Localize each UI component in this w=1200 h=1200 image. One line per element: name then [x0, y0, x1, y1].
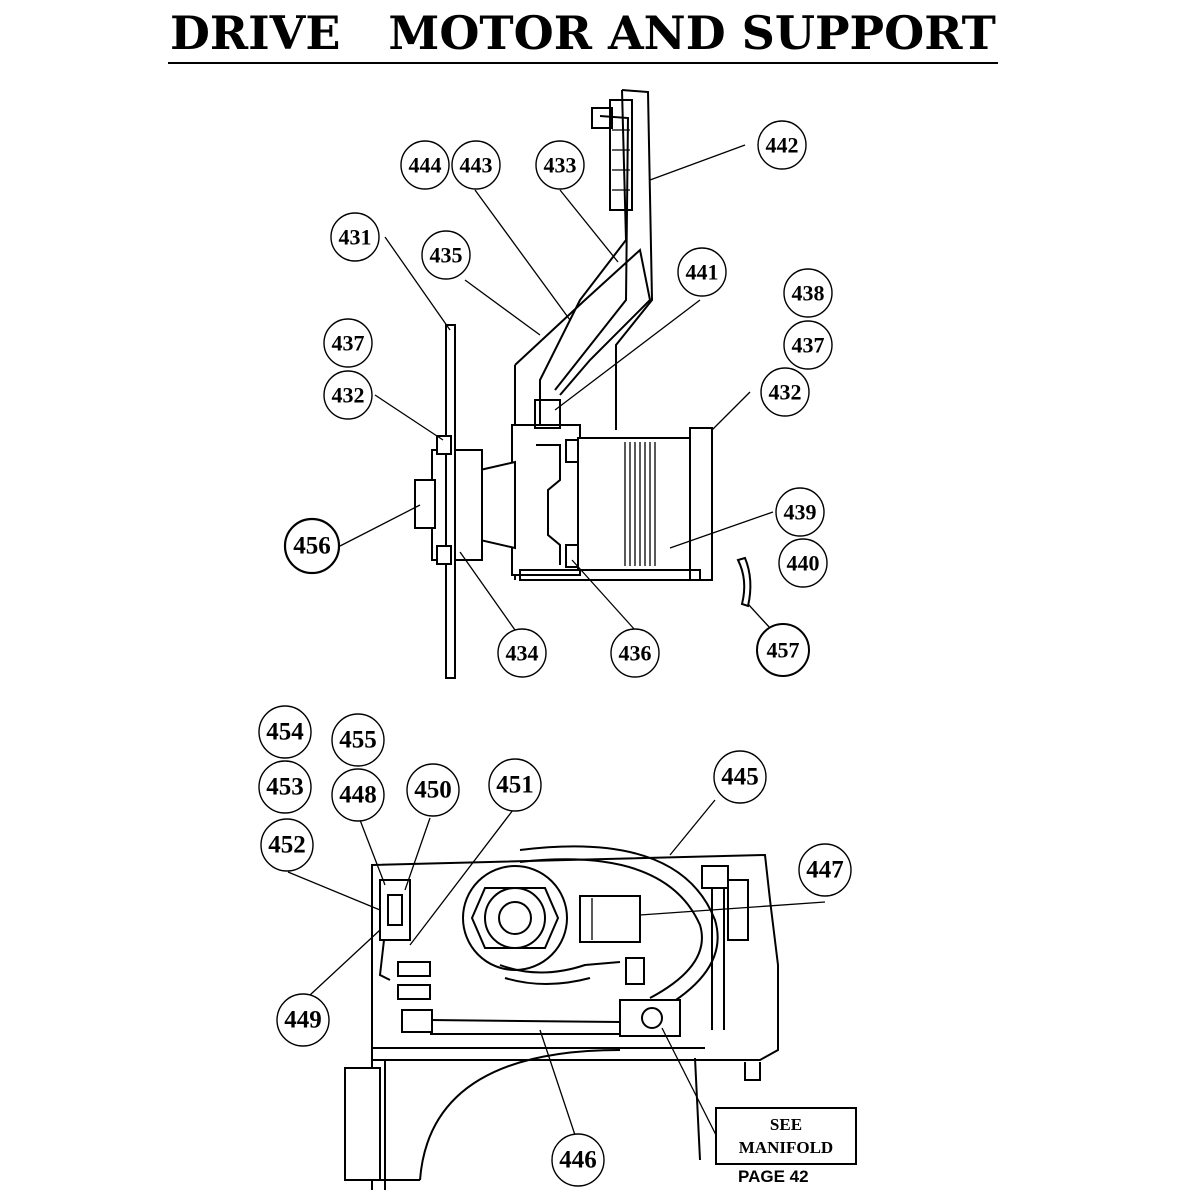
callout-437-right: 437 — [783, 320, 833, 370]
svg-text:438: 438 — [792, 281, 825, 306]
callout-451: 451 — [488, 758, 542, 812]
svg-text:437: 437 — [332, 331, 365, 356]
callout-449: 449 — [276, 993, 330, 1047]
callout-455: 455 — [331, 713, 385, 767]
svg-text:432: 432 — [769, 380, 802, 405]
callout-434: 434 — [497, 628, 547, 678]
svg-text:445: 445 — [721, 764, 759, 791]
manifold-note: SEE MANIFOLD — [739, 1115, 833, 1157]
page-title: DRIVE MOTOR AND SUPPORT — [170, 6, 996, 60]
svg-text:443: 443 — [460, 153, 493, 178]
callout-444: 444 — [400, 140, 450, 190]
upper-leaders — [339, 144, 774, 631]
manifold-note-box — [715, 1107, 857, 1165]
svg-text:432: 432 — [332, 383, 365, 408]
callout-445: 445 — [713, 750, 767, 804]
svg-text:453: 453 — [266, 774, 304, 801]
callout-443: 443 — [451, 140, 501, 190]
svg-text:439: 439 — [784, 500, 817, 525]
svg-text:434: 434 — [506, 641, 539, 666]
page-reference: PAGE 42 — [738, 1167, 809, 1186]
svg-text:442: 442 — [766, 133, 799, 158]
callout-435: 435 — [421, 230, 471, 280]
svg-text:448: 448 — [339, 782, 377, 809]
end-cap — [689, 427, 713, 581]
svg-text:451: 451 — [496, 772, 534, 799]
callout-450: 450 — [406, 763, 460, 817]
svg-text:435: 435 — [430, 243, 463, 268]
svg-text:449: 449 — [284, 1007, 322, 1034]
callout-441: 441 — [677, 247, 727, 297]
callout-454: 454 — [258, 705, 312, 759]
callout-437-left: 437 — [323, 318, 373, 368]
callout-452: 452 — [260, 818, 314, 872]
callout-436: 436 — [610, 628, 660, 678]
svg-text:444: 444 — [409, 153, 442, 178]
svg-text:431: 431 — [339, 225, 372, 250]
svg-text:447: 447 — [806, 857, 844, 884]
callout-439: 439 — [775, 487, 825, 537]
svg-text:454: 454 — [266, 719, 304, 746]
callout-447: 447 — [798, 843, 852, 897]
callout-448: 448 — [331, 768, 385, 822]
svg-text:450: 450 — [414, 777, 452, 804]
callout-431: 431 — [330, 212, 380, 262]
callout-432-left: 432 — [323, 370, 373, 420]
callout-433: 433 — [535, 140, 585, 190]
callout-456: 456 — [283, 517, 341, 575]
note-line-manifold: MANIFOLD — [739, 1138, 833, 1157]
callouts: 444 443 433 442 431 435 441 438 437 437 … — [258, 120, 852, 1187]
title-underline — [168, 62, 998, 64]
lower-leaders — [287, 799, 826, 1136]
svg-text:455: 455 — [339, 727, 377, 754]
callout-432-right: 432 — [760, 367, 810, 417]
svg-text:452: 452 — [268, 832, 306, 859]
svg-text:446: 446 — [559, 1147, 597, 1174]
shaft-hub — [431, 449, 483, 561]
svg-text:433: 433 — [544, 153, 577, 178]
svg-text:437: 437 — [792, 333, 825, 358]
hose-446 — [429, 1019, 621, 1035]
callout-446: 446 — [551, 1133, 605, 1187]
callout-440: 440 — [778, 538, 828, 588]
callout-438: 438 — [783, 268, 833, 318]
svg-text:436: 436 — [619, 641, 652, 666]
svg-text:457: 457 — [767, 638, 800, 663]
svg-text:440: 440 — [787, 551, 820, 576]
lower-drawing — [344, 845, 857, 1190]
note-line-see: SEE — [770, 1115, 802, 1134]
mount-plate — [445, 324, 456, 679]
key-part — [736, 556, 752, 608]
callout-453: 453 — [258, 760, 312, 814]
callout-457: 457 — [756, 623, 810, 677]
callout-442: 442 — [757, 120, 807, 170]
upper-drawing — [414, 89, 752, 679]
svg-text:456: 456 — [293, 533, 331, 560]
hose-445 — [519, 845, 719, 1011]
svg-text:441: 441 — [686, 260, 719, 285]
motor-cylinder — [577, 437, 701, 571]
